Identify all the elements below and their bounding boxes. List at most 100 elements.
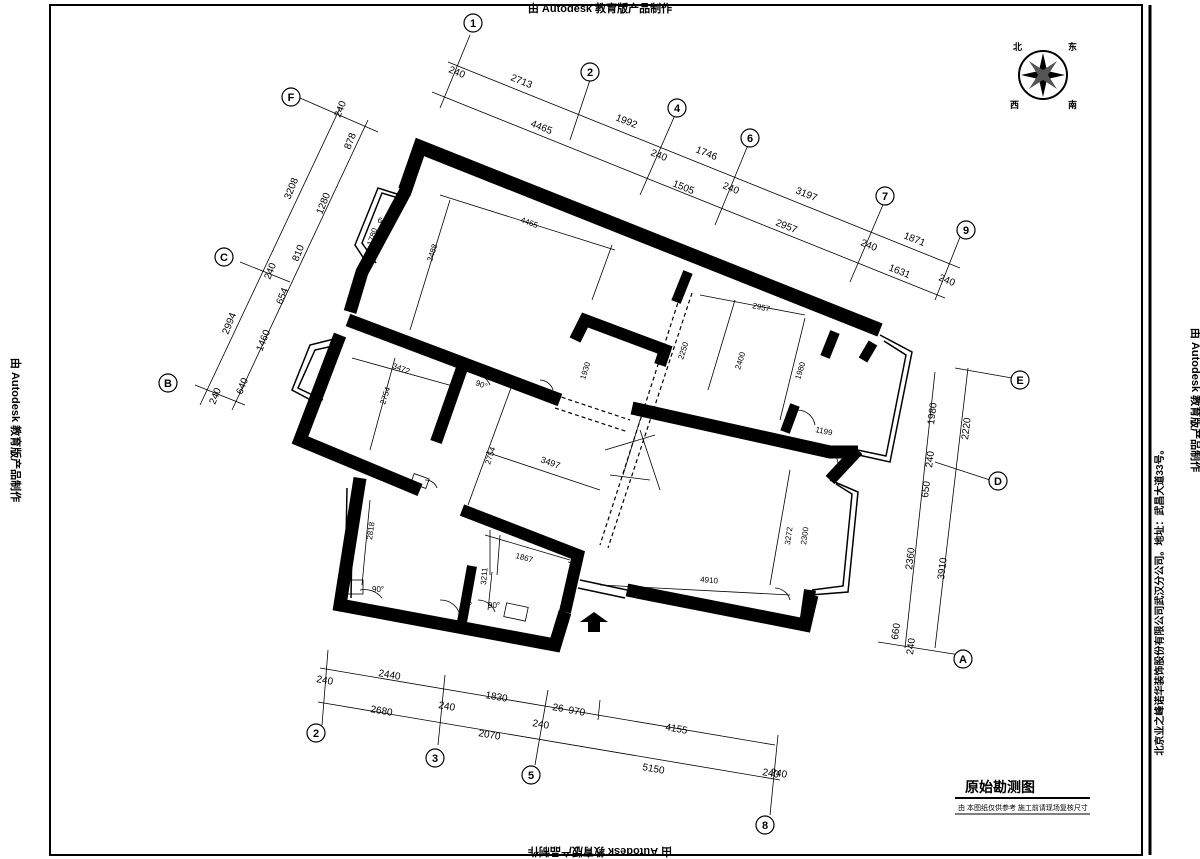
room-dim: 2957 xyxy=(752,301,772,314)
dim-label: 1505 xyxy=(671,179,696,198)
room-dimension-labels: 4465 3488 1780 690 878 3472 2754 90° 349… xyxy=(365,175,834,610)
right-dimension-chain xyxy=(877,367,1013,656)
room-dim: 3497 xyxy=(539,454,561,470)
dim-label: 2070 xyxy=(477,728,501,743)
room-dim: 90° xyxy=(460,601,472,610)
dim-label: 4155 xyxy=(664,722,688,737)
dim-label: 1992 xyxy=(614,113,639,132)
room-dim: 1980 xyxy=(793,360,807,380)
dim-label: 240 xyxy=(924,450,937,468)
watermark-left: 由 Autodesk 教育版产品制作 xyxy=(9,358,23,502)
room-dim: 4465 xyxy=(519,215,539,230)
watermark-right: 由 Autodesk 教育版产品制作 xyxy=(1189,328,1200,472)
grid-label-bottom: 5 xyxy=(528,770,534,782)
dim-label: 1980 xyxy=(926,402,940,426)
watermark-bottom: 由 Autodesk 教育版产品制作 xyxy=(528,845,672,859)
dim-label: 240 xyxy=(859,238,879,255)
dim-label: 3910 xyxy=(936,557,950,581)
dim-label: 240 xyxy=(208,386,225,406)
grid-label-left: C xyxy=(220,252,228,264)
interior-lines xyxy=(351,194,806,611)
room-dim: 90° xyxy=(488,601,500,610)
dim-label: 1460 xyxy=(255,328,274,353)
grid-label-top: 4 xyxy=(674,103,681,115)
watermark-top: 由 Autodesk 教育版产品制作 xyxy=(528,1,672,15)
room-dim: 2300 xyxy=(799,526,810,545)
grid-label-left: B xyxy=(164,378,172,390)
compass-label-east: 东 xyxy=(1068,41,1077,52)
dim-label: 240 xyxy=(263,261,280,281)
drawing-title: 原始勘测图 xyxy=(965,779,1035,795)
dim-label: 4465 xyxy=(529,119,554,138)
dim-label: 2360 xyxy=(904,547,918,571)
dim-label: 650 xyxy=(920,480,933,498)
room-dim: 878 xyxy=(405,175,418,191)
grid-label-right: A xyxy=(959,654,967,666)
grid-bubble-labels: 1 2 4 6 7 9 F C B E D A 2 3 5 8 xyxy=(164,18,1024,832)
room-dim: 2400 xyxy=(733,350,747,370)
drawing-subtitle: 由 本图纸仅供参考 施工前请现场复核尺寸 xyxy=(958,803,1088,812)
compass-rose xyxy=(1018,50,1068,100)
dim-label: 26 xyxy=(551,702,564,715)
fixtures xyxy=(344,473,529,622)
right-dimension-text: 2220 3910 1980 240 650 2360 660 240 xyxy=(890,402,974,656)
dim-label: 1746 xyxy=(694,145,719,164)
dim-label: 2680 xyxy=(369,704,393,719)
room-dim: 3272 xyxy=(783,526,794,545)
dim-label: 3197 xyxy=(794,186,819,205)
dim-label: 240 xyxy=(315,674,334,688)
dim-label: 970 xyxy=(567,705,586,719)
compass-label-south: 南 xyxy=(1068,99,1077,110)
dim-label: 240 xyxy=(447,65,467,82)
dim-label: 1631 xyxy=(887,263,912,282)
room-dim: 1199 xyxy=(815,425,834,437)
room-dim: 2818 xyxy=(365,521,376,540)
dim-label: 240 xyxy=(437,700,456,714)
dim-label: 1280 xyxy=(315,191,334,216)
compass-label-west: 西 xyxy=(1010,100,1019,110)
grid-label-bottom: 8 xyxy=(762,820,768,832)
sheet-border xyxy=(49,4,1143,856)
dim-label: 5150 xyxy=(641,762,665,777)
dim-label: 2713 xyxy=(509,73,534,92)
room-dim: 2754 xyxy=(378,385,392,405)
walls xyxy=(291,137,883,653)
room-dim: 2250 xyxy=(676,340,690,360)
dim-label: 240 xyxy=(333,99,350,119)
dim-label: 2220 xyxy=(960,417,974,441)
room-dim: 3472 xyxy=(391,361,411,376)
top-dimension-chain xyxy=(431,34,963,301)
dim-label: 240 xyxy=(761,767,780,781)
dim-label: 2957 xyxy=(774,218,799,237)
room-dim: 90° xyxy=(474,378,488,391)
room-dim: 1867 xyxy=(514,551,534,564)
grid-label-left: F xyxy=(288,92,295,104)
left-dimension-chain xyxy=(194,97,379,411)
grid-label-bottom: 2 xyxy=(313,728,319,740)
room-dim: 3211 xyxy=(479,567,490,585)
bottom-dimension-text: 240 2440 1830 240 26 970 4155 2680 240 2… xyxy=(315,668,788,781)
dim-label: 640 xyxy=(235,376,252,396)
grid-label-top: 1 xyxy=(470,18,476,30)
grid-label-top: 7 xyxy=(882,191,888,203)
grid-label-bottom: 3 xyxy=(432,753,438,765)
grid-label-top: 6 xyxy=(747,133,753,145)
dim-label: 1830 xyxy=(484,690,508,705)
dim-label: 240 xyxy=(531,718,550,732)
grid-label-top: 2 xyxy=(587,67,593,79)
dim-label: 810 xyxy=(291,243,308,263)
compass-label-north: 北 xyxy=(1013,41,1022,52)
room-dim: 3488 xyxy=(425,242,439,262)
dim-label: 2440 xyxy=(377,668,401,683)
grid-label-right: D xyxy=(994,476,1002,488)
dim-label: 3208 xyxy=(283,176,302,201)
dim-label: 240 xyxy=(905,637,918,655)
room-dim: 1930 xyxy=(578,360,592,380)
dim-label: 878 xyxy=(343,131,360,151)
dim-label: 240 xyxy=(769,767,788,781)
room-dim: 90° xyxy=(372,585,384,594)
grid-label-right: E xyxy=(1016,375,1023,387)
room-dim: 4910 xyxy=(700,575,719,586)
entrance-arrow-icon xyxy=(580,612,608,632)
